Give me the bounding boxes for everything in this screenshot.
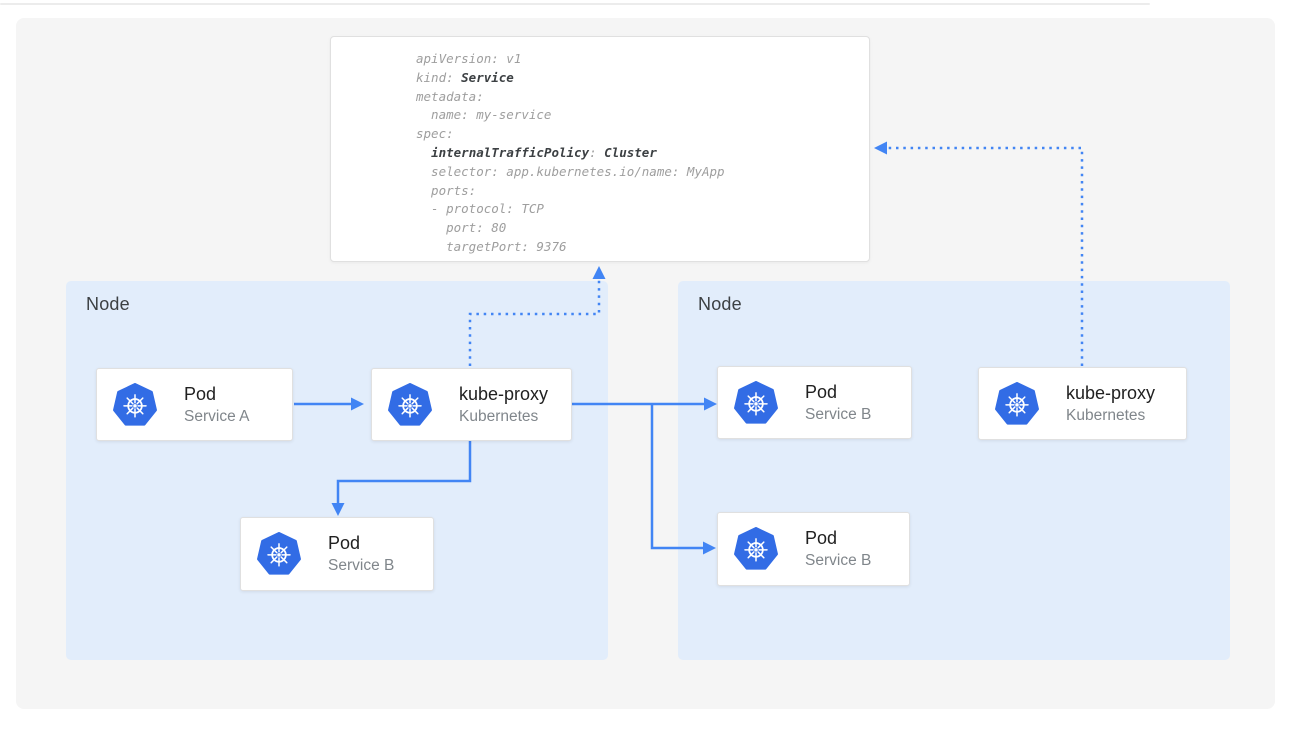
card-pod-service-b-left: Pod Service B (240, 517, 434, 591)
card-pod-service-b-right-bottom: Pod Service B (717, 512, 910, 586)
card-title: Pod (805, 528, 838, 548)
card-title: Pod (184, 383, 217, 404)
card-subtitle: Service B (328, 557, 395, 574)
node-right-label: Node (698, 294, 742, 314)
node-right: Node (678, 281, 1230, 660)
card-pod-service-b-right-top: Pod Service B (717, 366, 912, 439)
card-kube-proxy-left: kube-proxy Kubernetes (371, 368, 572, 441)
node-left: Node (66, 281, 608, 660)
card-subtitle: Service A (184, 407, 250, 425)
card-subtitle: Kubernetes (1066, 406, 1146, 424)
top-divider (0, 3, 1150, 5)
kubernetes-icon (995, 382, 1039, 426)
kubernetes-icon (388, 383, 432, 427)
card-title: kube-proxy (459, 383, 549, 404)
card-subtitle: Service B (805, 405, 872, 423)
kubernetes-icon (734, 381, 778, 425)
card-pod-service-a: Pod Service A (96, 368, 293, 441)
card-title: kube-proxy (1066, 382, 1156, 403)
card-title: Pod (805, 381, 838, 402)
kubernetes-icon (734, 527, 778, 571)
kubernetes-icon (257, 532, 301, 576)
kubernetes-icon (113, 383, 157, 427)
card-kube-proxy-right: kube-proxy Kubernetes (978, 367, 1187, 440)
card-subtitle: Kubernetes (459, 407, 539, 425)
card-subtitle: Service B (805, 552, 872, 569)
card-title: Pod (328, 533, 361, 553)
node-left-label: Node (86, 294, 130, 314)
